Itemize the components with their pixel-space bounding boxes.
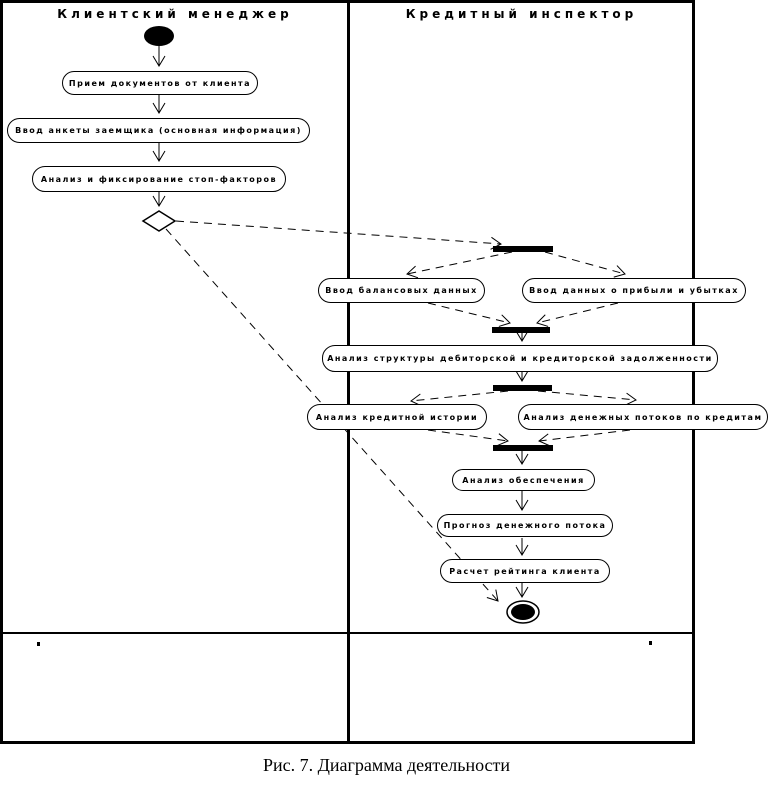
activity-enter-borrower-form: Ввод анкеты заемщика (основная информаци…	[7, 118, 310, 143]
activity-client-rating-calculation: Расчет рейтинга клиента	[440, 559, 610, 583]
activity-enter-balance-data: Ввод балансовых данных	[318, 278, 485, 303]
end-node	[511, 604, 535, 620]
lane-title-credit-inspector: Кредитный инспектор	[405, 7, 638, 21]
edge-cashflows-to-join2	[538, 429, 631, 447]
join-bar-1	[492, 327, 550, 333]
fork-bar-1	[493, 246, 553, 252]
activity-collateral-analysis: Анализ обеспечения	[452, 469, 595, 491]
edge-decision-to-fork1	[175, 220, 502, 250]
swimlane-border	[0, 0, 695, 744]
decision-diamond	[141, 210, 177, 232]
figure-caption: Рис. 7. Диаграмма деятельности	[262, 755, 511, 775]
activity-cashflow-forecast: Прогноз денежного потока	[437, 514, 613, 537]
edge-profit-to-join1	[536, 302, 619, 327]
activity-receive-documents: Прием документов от клиента	[62, 71, 258, 95]
edge-fork2-to-cashflows	[537, 390, 637, 406]
edge-balance-to-join1	[427, 302, 511, 327]
edge-credithistory-to-join2	[427, 429, 509, 447]
lane-title-client-manager: Клиентский менеджер	[57, 7, 293, 21]
activity-debt-structure-analysis: Анализ структуры дебиторской и кредиторс…	[322, 345, 718, 372]
edge-fork1-to-profit	[544, 251, 626, 278]
activity-credit-history-analysis: Анализ кредитной истории	[307, 404, 487, 430]
end-node-ring	[506, 600, 540, 624]
activity-stop-factors-analysis: Анализ и фиксирование стоп-факторов	[32, 166, 286, 192]
activity-enter-profit-loss-data: Ввод данных о прибыли и убытках	[522, 278, 746, 303]
stray-mark-right	[649, 641, 652, 645]
activity-loan-cashflow-analysis: Анализ денежных потоков по кредитам	[518, 404, 768, 430]
stray-mark-left	[37, 642, 40, 646]
start-node	[144, 26, 174, 46]
fork-bar-2	[493, 385, 552, 391]
edge-fork2-to-credithistory	[410, 390, 509, 407]
edge-fork1-to-balance	[406, 251, 513, 279]
join-bar-2	[493, 445, 553, 451]
